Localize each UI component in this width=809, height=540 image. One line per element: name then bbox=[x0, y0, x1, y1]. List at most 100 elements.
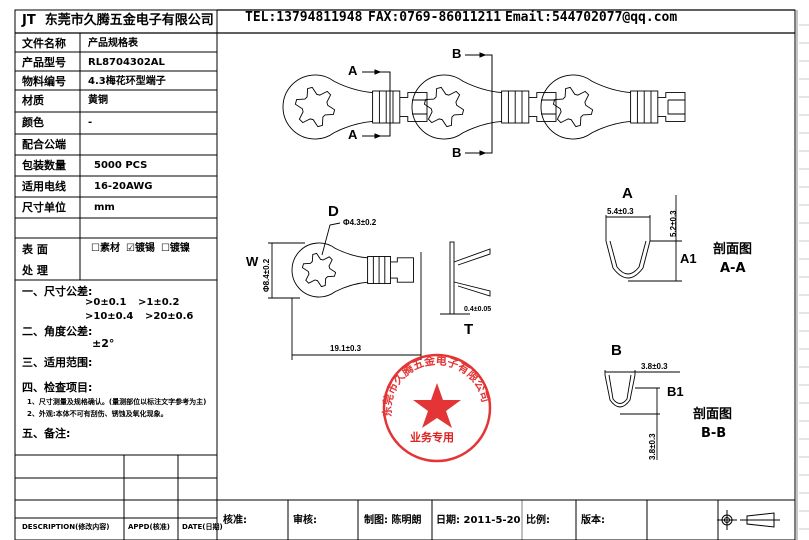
d-dimension: Φ4.3±0.2 bbox=[343, 218, 377, 227]
spec-value: 4.3梅花环型端子 bbox=[88, 76, 166, 87]
star-hole bbox=[423, 86, 465, 128]
checkbox-icon[interactable]: ☐ bbox=[160, 243, 170, 254]
contact-fax: FAX:0769-86011211 bbox=[368, 10, 502, 25]
date-field: 日期: 2011-5-20 bbox=[436, 515, 521, 526]
b-height-dimension: 3.8±0.3 bbox=[648, 433, 657, 460]
inspect-item: 1、尺寸测量及规格确认。(量测部位以标注文字参考为主) bbox=[27, 398, 207, 406]
spec-label: 颜色 bbox=[22, 116, 44, 129]
spec-value: mm bbox=[94, 202, 115, 213]
spec-label: 尺寸单位 bbox=[22, 201, 66, 214]
a1-label: A1 bbox=[680, 251, 697, 266]
checkbox-icon[interactable]: ☑ bbox=[125, 243, 135, 254]
section-b-label-top: B bbox=[452, 46, 462, 61]
spec-label: 配合公端 bbox=[22, 138, 66, 151]
inspect-title: 四、检查项目: bbox=[22, 381, 93, 394]
dim-tol-item: >1±0.2 bbox=[138, 297, 180, 308]
tab bbox=[657, 92, 686, 122]
company-name: 东莞市久腾五金电子有限公司 bbox=[44, 13, 214, 28]
dim-tol-item: >0±0.1 bbox=[85, 297, 127, 308]
dim-tol-title: 一、尺寸公差: bbox=[22, 285, 93, 298]
section-a-label-top: A bbox=[348, 63, 358, 78]
terminal-strip-top-view bbox=[282, 74, 686, 140]
spec-label: 物料编号 bbox=[22, 75, 66, 88]
spec-value: RL8704302AL bbox=[88, 57, 165, 68]
section-b-label-bottom: B bbox=[452, 145, 462, 160]
checkbox-icon[interactable]: ☐ bbox=[91, 243, 100, 254]
section-views bbox=[604, 195, 682, 460]
remark-title: 五、备注: bbox=[22, 427, 71, 440]
company-prefix: JT bbox=[22, 13, 36, 28]
company-header: JT 东莞市久腾五金电子有限公司 bbox=[22, 14, 214, 27]
t-dimension: 0.4±0.05 bbox=[464, 306, 492, 313]
section-b-id: B-B bbox=[701, 426, 727, 441]
angle-tol-title: 二、角度公差: bbox=[22, 325, 93, 338]
scope-title: 三、适用范围: bbox=[22, 356, 93, 369]
scale-field: 比例: bbox=[526, 515, 550, 526]
review-field: 审核: bbox=[293, 515, 317, 526]
tab bbox=[399, 92, 428, 122]
ring-outline bbox=[411, 74, 502, 140]
surface-option-0[interactable]: ☐素材 bbox=[91, 243, 120, 254]
surface-options: ☐素材☑镀锡☐镀镍 bbox=[91, 244, 196, 254]
revision-appd-header: APPD(核准) bbox=[128, 523, 170, 531]
spec-label: 材质 bbox=[22, 94, 44, 107]
ring-outline bbox=[282, 74, 373, 140]
spec-table-grid bbox=[15, 33, 217, 540]
surface-option-1[interactable]: ☑镀锡 bbox=[126, 243, 155, 254]
section-b-caption: 剖面图 bbox=[693, 407, 733, 422]
revision-description-header: DESCRIPTION(修改内容) bbox=[22, 523, 110, 531]
a-height-dimension: 5.2±0.3 bbox=[669, 210, 678, 237]
dim-tol-item: >20±0.6 bbox=[145, 311, 194, 322]
contact-email: Email:544702077@qq.com bbox=[505, 10, 678, 25]
spec-label: 适用电线 bbox=[22, 180, 66, 193]
d-label: D bbox=[328, 203, 339, 220]
terminal-side-view bbox=[268, 222, 491, 360]
revision-date-header: DATE(日期) bbox=[182, 523, 223, 531]
treatment-label: 处 理 bbox=[22, 264, 48, 277]
surface-option-label: 素材 bbox=[99, 243, 120, 254]
star-hole bbox=[552, 86, 594, 128]
ring-outline bbox=[291, 242, 368, 298]
carrier-strip bbox=[412, 99, 427, 115]
carrier-strip bbox=[667, 99, 685, 115]
ring-outline bbox=[540, 74, 631, 140]
t-label: T bbox=[464, 321, 474, 338]
contact-tel: TEL:13794811948 bbox=[245, 10, 363, 25]
surface-option-label: 镀镍 bbox=[169, 243, 190, 254]
star-hole bbox=[301, 252, 337, 288]
carrier-strip bbox=[541, 99, 556, 115]
w-label: W bbox=[246, 254, 259, 269]
version-field: 版本: bbox=[581, 515, 605, 526]
company-stamp: 东莞市久腾五金电子有限公司 bbox=[380, 353, 492, 463]
star-hole bbox=[294, 86, 336, 128]
section-b-title: B bbox=[611, 342, 622, 359]
spec-value: - bbox=[88, 117, 93, 128]
surface-option-2[interactable]: ☐镀镍 bbox=[161, 243, 190, 254]
angle-tol-value: ±2° bbox=[92, 337, 115, 350]
length-dimension: 19.1±0.3 bbox=[330, 344, 362, 353]
section-a-title: A bbox=[622, 185, 633, 202]
spec-value: 16-20AWG bbox=[94, 181, 153, 192]
spec-label: 包装数量 bbox=[22, 159, 66, 172]
stamp-purpose: 业务专用 bbox=[410, 431, 454, 444]
spec-value: 5000 PCS bbox=[94, 160, 148, 171]
section-a-label-bottom: A bbox=[348, 127, 358, 142]
spec-label: 产品型号 bbox=[22, 56, 66, 69]
drawn-by-field: 制图: 陈明朗 bbox=[364, 515, 422, 526]
b1-label: B1 bbox=[667, 384, 684, 399]
a-width-dimension: 5.4±0.3 bbox=[607, 207, 634, 216]
approve-field: 核准: bbox=[223, 515, 247, 526]
w-dimension: Φ8.4±0.2 bbox=[262, 258, 271, 292]
dim-tol-item: >10±0.4 bbox=[85, 311, 134, 322]
b-width-dimension: 3.8±0.3 bbox=[641, 362, 668, 371]
tab bbox=[528, 92, 557, 122]
spec-value: 产品规格表 bbox=[88, 38, 138, 49]
title-block-grid bbox=[217, 499, 795, 540]
surface-label: 表 面 bbox=[22, 243, 48, 256]
main-frame bbox=[216, 9, 796, 540]
section-a-caption: 剖面图 bbox=[713, 242, 753, 257]
section-a-id: A-A bbox=[720, 261, 746, 276]
inspect-item: 2、外观:本体不可有刮伤、锈蚀及氧化现象。 bbox=[27, 410, 168, 418]
spec-value: 黄铜 bbox=[88, 95, 108, 106]
